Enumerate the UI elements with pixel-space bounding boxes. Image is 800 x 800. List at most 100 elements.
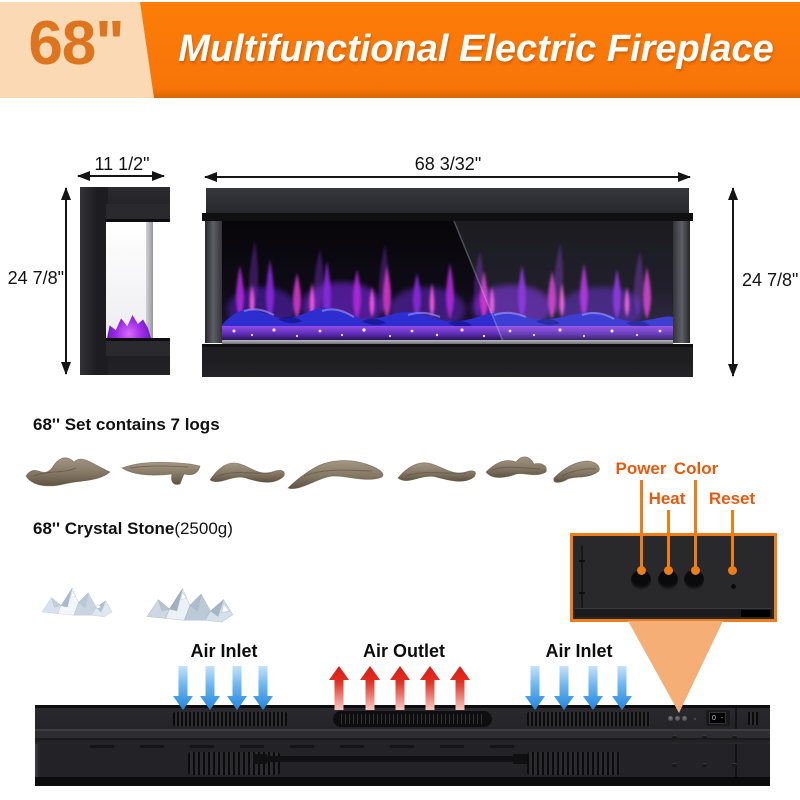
screw-icon bbox=[732, 735, 737, 739]
unit-groove-band bbox=[35, 729, 770, 744]
side-glass-panel bbox=[106, 222, 153, 338]
heat-leader-line bbox=[664, 510, 673, 575]
crystal-title-bold: 68'' Crystal Stone bbox=[33, 519, 175, 538]
switch-off-mark: 0 bbox=[712, 714, 716, 722]
side-glass-edge bbox=[146, 222, 153, 338]
power-switch: 0 - bbox=[709, 712, 726, 724]
arrowhead-right-icon bbox=[152, 171, 165, 181]
down-arrow-icon bbox=[173, 666, 193, 710]
log-image bbox=[287, 460, 384, 489]
lower-channel bbox=[265, 756, 520, 762]
side-bottom-bar bbox=[106, 338, 170, 356]
front-right-glass-edge bbox=[672, 221, 690, 343]
top-vent-left bbox=[173, 712, 287, 726]
up-arrow-icon bbox=[450, 666, 470, 710]
arrowhead-up-icon bbox=[728, 187, 738, 200]
lower-vent-right bbox=[527, 752, 620, 775]
side-height-label: 24 7/8" bbox=[7, 268, 64, 288]
power-leader-line bbox=[637, 480, 646, 575]
outlet-arrows bbox=[329, 666, 470, 710]
log-image bbox=[121, 461, 201, 485]
front-bottom-band bbox=[202, 344, 693, 377]
unit-left-edge bbox=[35, 708, 40, 783]
unit-power-button bbox=[668, 716, 673, 721]
log-image bbox=[25, 457, 111, 487]
panel-edge-line bbox=[581, 546, 583, 610]
header-badge-background bbox=[0, 2, 156, 98]
power-button bbox=[631, 570, 651, 590]
up-arrow-icon bbox=[329, 666, 349, 710]
callout-funnel bbox=[628, 621, 723, 713]
dash-row bbox=[90, 745, 540, 748]
page-title: Multifunctional Electric Fireplace bbox=[178, 27, 774, 70]
screw-icon bbox=[702, 735, 707, 739]
front-view-flames bbox=[222, 221, 673, 344]
leader-dot bbox=[637, 566, 646, 575]
screw-icon bbox=[732, 763, 737, 767]
panel-bottom-bar bbox=[741, 610, 770, 617]
heat-label: Heat bbox=[648, 489, 686, 508]
inlet-arrows-right bbox=[525, 666, 632, 710]
unit-heat-button bbox=[675, 716, 680, 721]
arrowhead-down-icon bbox=[61, 362, 71, 375]
up-arrow-icon bbox=[360, 666, 380, 710]
header-banner bbox=[140, 2, 800, 98]
down-arrow-icon bbox=[554, 666, 574, 710]
air-inlet-left-label: Air Inlet bbox=[190, 641, 258, 661]
outlet-vent bbox=[333, 711, 492, 727]
switch-plate: 0 - bbox=[706, 710, 730, 726]
leader-dot bbox=[691, 566, 700, 575]
arrowhead-left-icon bbox=[77, 171, 90, 181]
arrowhead-up-icon bbox=[61, 187, 71, 200]
air-outlet-label: Air Outlet bbox=[362, 641, 446, 661]
bottom-view-image: 0 - bbox=[35, 705, 770, 786]
front-height-dimension-arrow bbox=[728, 187, 738, 377]
side-back-panel bbox=[80, 187, 108, 375]
side-width-label: 11 1/2" bbox=[94, 154, 150, 174]
front-height-label: 24 7/8" bbox=[742, 270, 799, 290]
front-glass-sill bbox=[222, 340, 673, 344]
arrowhead-down-icon bbox=[728, 364, 738, 377]
front-top-cap bbox=[206, 188, 689, 214]
channel-tab bbox=[253, 754, 267, 764]
screw-icon bbox=[672, 763, 677, 767]
channel-tab bbox=[513, 754, 527, 764]
leader-dot bbox=[728, 566, 737, 575]
air-inlet-right-label: Air Inlet bbox=[545, 641, 613, 661]
ember-sparkles bbox=[232, 328, 662, 338]
up-arrow-icon bbox=[390, 666, 410, 710]
unit-color-button bbox=[682, 716, 687, 721]
panel-edge-notch bbox=[579, 560, 585, 562]
reset-hole bbox=[731, 584, 736, 589]
control-panel-zoom-image bbox=[570, 533, 777, 622]
reset-label: Reset bbox=[708, 489, 756, 508]
size-badge: 68" bbox=[28, 9, 124, 78]
down-arrow-icon bbox=[200, 666, 220, 710]
screw-icon bbox=[672, 735, 677, 739]
logs-section-title: 68'' Set contains 7 logs bbox=[33, 415, 220, 434]
crystal-pile-image bbox=[41, 587, 113, 618]
log-image bbox=[397, 462, 476, 482]
logs-row-image bbox=[25, 456, 600, 489]
crystal-section-title: 68'' Crystal Stone(2500g) bbox=[33, 519, 233, 539]
panel-edge-notch bbox=[579, 592, 585, 594]
down-arrow-icon bbox=[227, 666, 247, 710]
screw-icon bbox=[702, 763, 707, 767]
down-arrow-icon bbox=[253, 666, 273, 710]
top-vent-right bbox=[527, 712, 650, 726]
reset-leader-line bbox=[728, 510, 737, 575]
color-button bbox=[684, 570, 704, 590]
heat-button bbox=[658, 570, 678, 590]
side-width-dimension-arrow bbox=[77, 171, 165, 181]
up-arrow-icon bbox=[420, 666, 440, 710]
panel-bottom-strip bbox=[575, 608, 772, 617]
log-image bbox=[553, 460, 600, 483]
unit-bottom-edge bbox=[35, 777, 770, 786]
crystal-pile-image bbox=[146, 587, 234, 623]
unit-reset-hole bbox=[694, 718, 696, 720]
down-arrow-icon bbox=[583, 666, 603, 710]
front-left-glass-edge bbox=[205, 221, 223, 343]
front-width-dimension-arrow bbox=[204, 172, 691, 182]
inlet-arrows-left bbox=[173, 666, 273, 710]
